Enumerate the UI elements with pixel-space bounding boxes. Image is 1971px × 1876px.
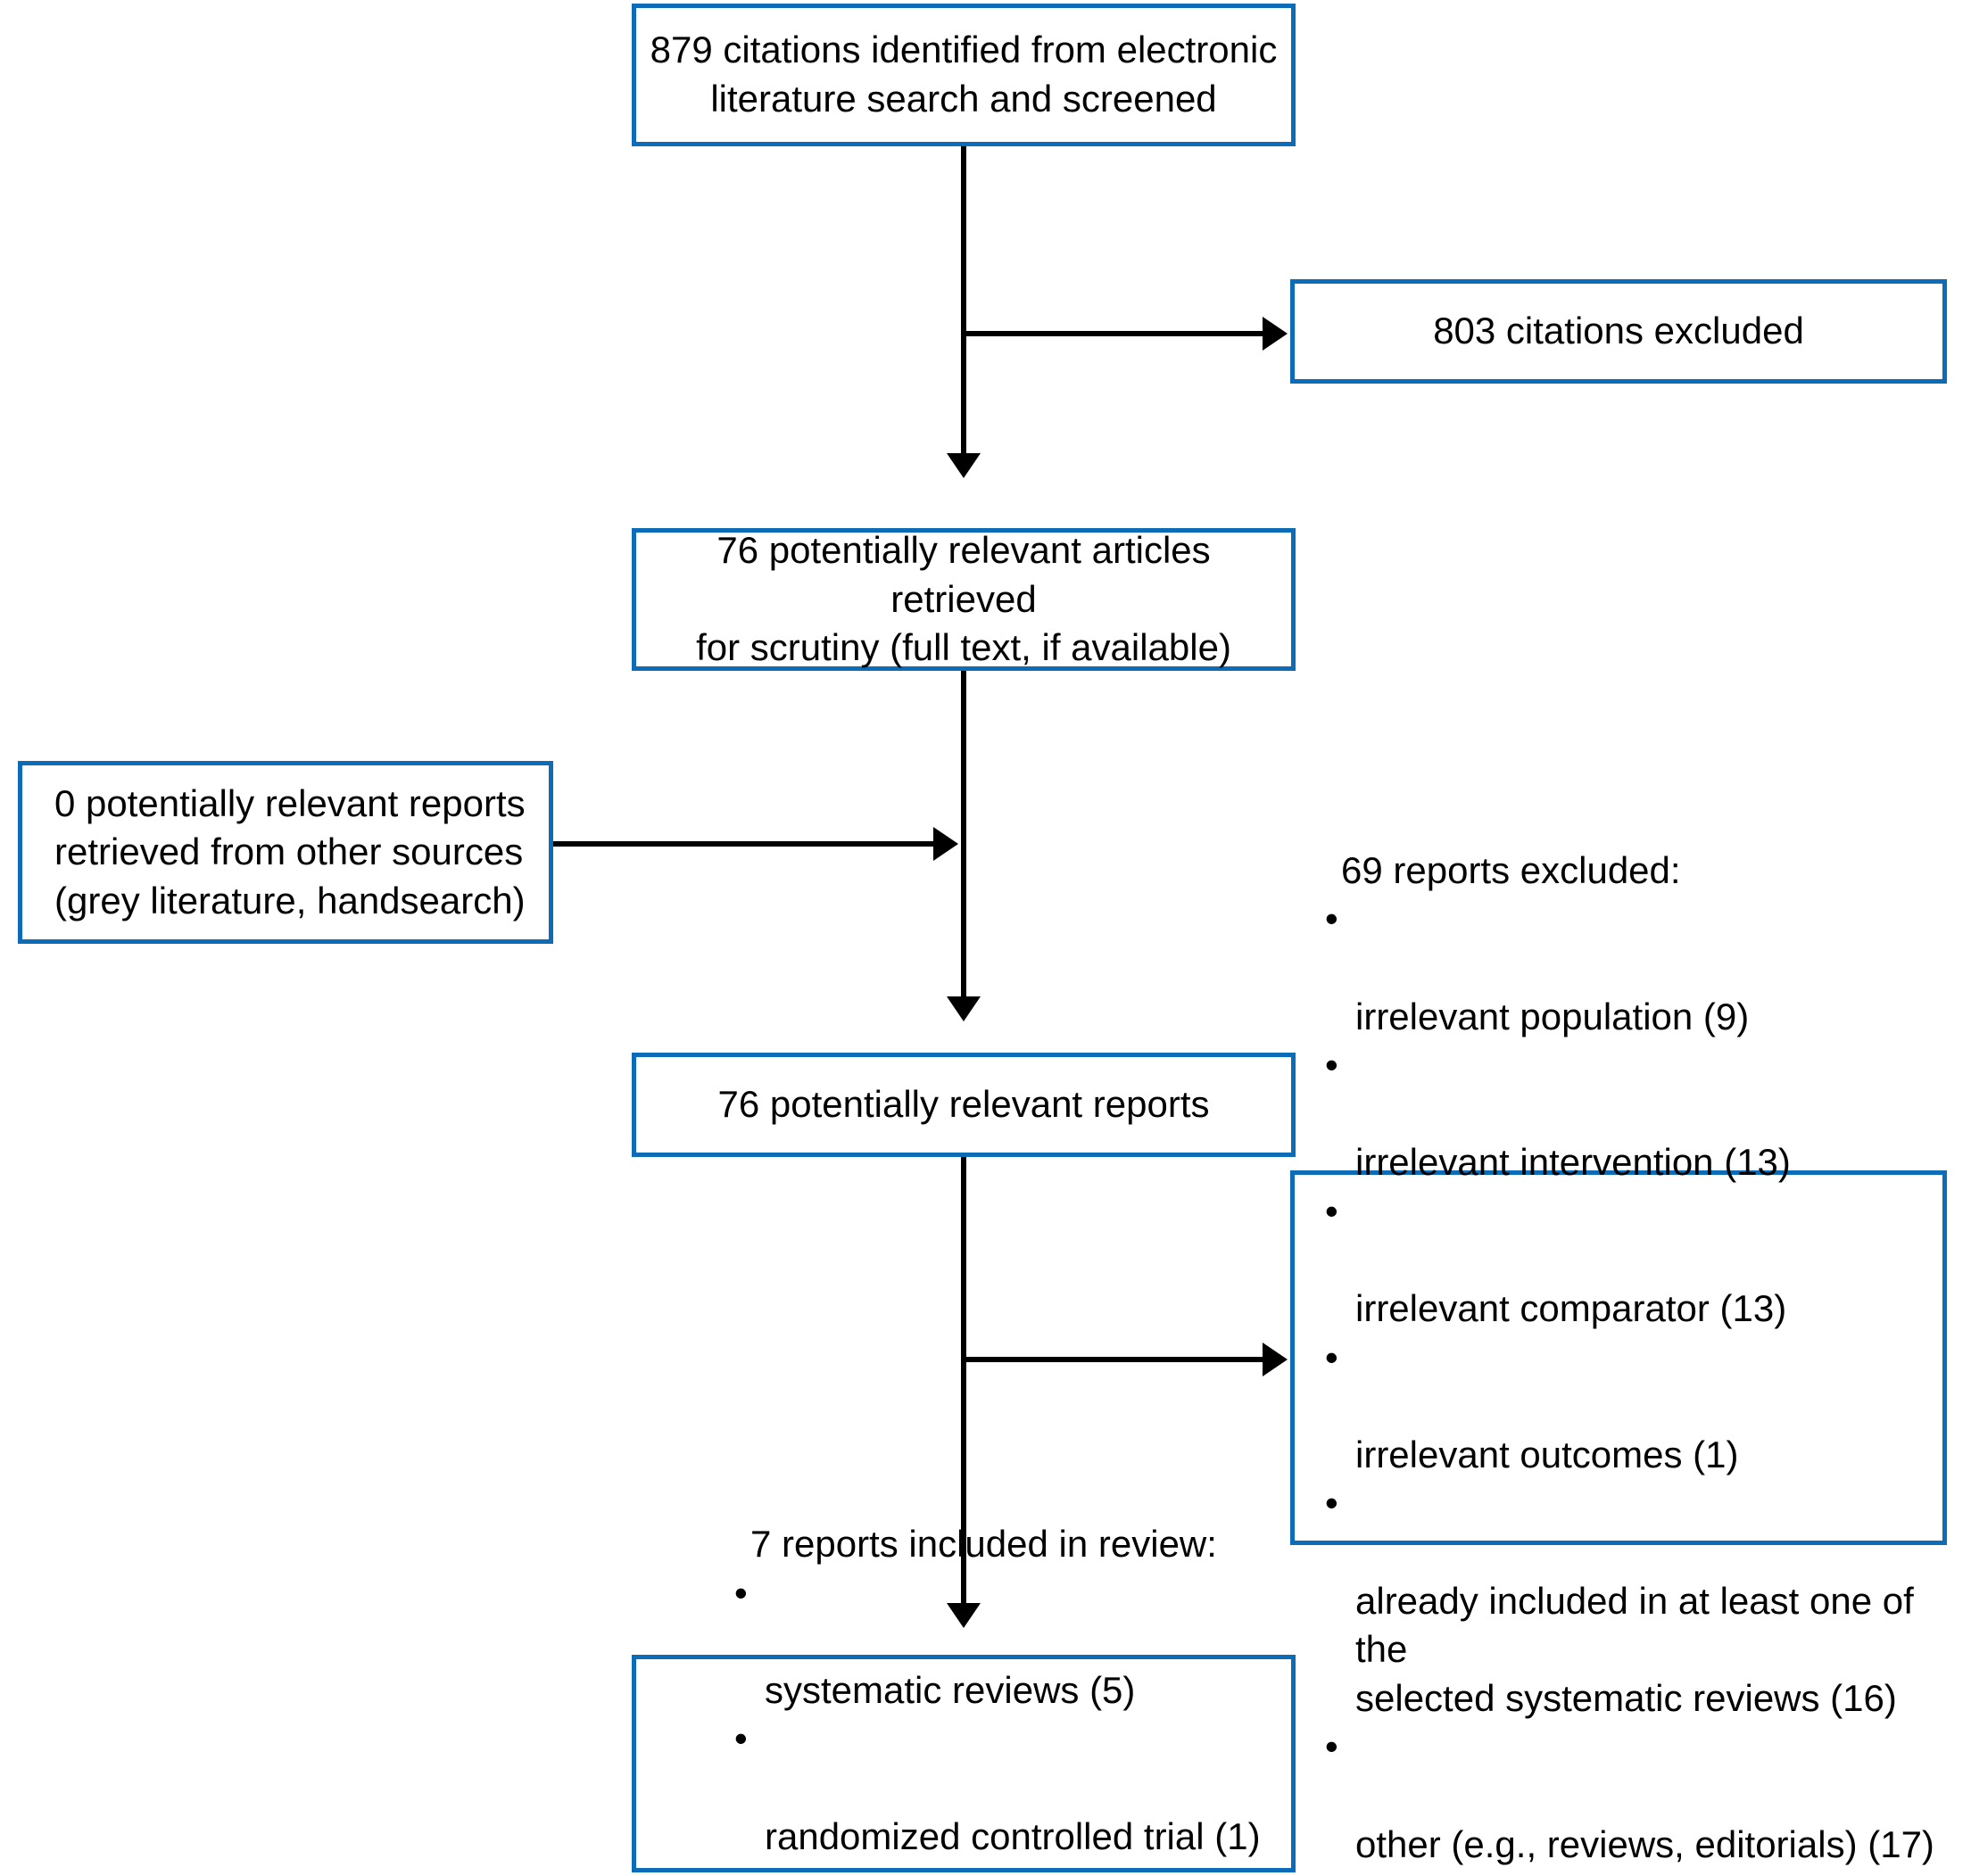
- list-item-label: other (e.g., reviews, editorials) (17): [1355, 1822, 1934, 1865]
- list-item: • irrelevant intervention (13): [1325, 1041, 1942, 1187]
- reports-included-heading: 7 reports included in review:: [750, 1523, 1217, 1566]
- bullet-icon: •: [1325, 1044, 1338, 1087]
- reports-excluded-heading: 69 reports excluded:: [1341, 848, 1681, 891]
- list-item: • systematic reviews (5): [734, 1569, 1261, 1715]
- list-item-label: irrelevant intervention (13): [1355, 1141, 1791, 1184]
- reports-excluded-list: 69 reports excluded: • irrelevant popula…: [1295, 847, 1942, 1869]
- bullet-icon: •: [1325, 1482, 1338, 1525]
- node-relevant-reports-text: 76 potentially relevant reports: [717, 1083, 1210, 1126]
- list-item: • already included in at least one of th…: [1325, 1479, 1942, 1723]
- node-citations-excluded: 803 citations excluded: [1290, 279, 1947, 384]
- connector-to-excluded-citations: [961, 331, 1269, 336]
- connector-identified-to-retrieved: [961, 105, 966, 453]
- list-item: • irrelevant comparator (13): [1325, 1187, 1942, 1334]
- node-articles-retrieved-text: 76 potentially relevant articles retriev…: [696, 529, 1231, 669]
- bullet-icon: •: [1325, 897, 1338, 940]
- node-citations-identified-text: 879 citations identified from electronic…: [650, 29, 1278, 120]
- arrowhead-into-excluded-citations: [1263, 317, 1288, 351]
- list-item: • irrelevant population (9): [1325, 895, 1942, 1041]
- list-item-label: irrelevant comparator (13): [1355, 1287, 1787, 1330]
- reports-included-list: 7 reports included in review: • systemat…: [636, 1520, 1261, 1876]
- arrowhead-into-retrieved: [947, 453, 981, 478]
- node-articles-retrieved: 76 potentially relevant articles retriev…: [632, 528, 1296, 671]
- node-other-sources: 0 potentially relevant reports retrieved…: [18, 761, 553, 944]
- list-item-label: randomized controlled trial (1): [765, 1814, 1261, 1857]
- list-item-label: already included in at least one of the …: [1355, 1579, 1914, 1719]
- node-citations-excluded-text: 803 citations excluded: [1433, 310, 1804, 352]
- arrowhead-into-excluded-reports: [1263, 1343, 1288, 1376]
- arrowhead-into-relevant-reports: [947, 996, 981, 1021]
- bullet-icon: •: [1325, 1189, 1338, 1232]
- list-item: • other (e.g., reviews, editorials) (17): [1325, 1723, 1942, 1869]
- bullet-icon: •: [1325, 1335, 1338, 1378]
- list-item-label: irrelevant outcomes (1): [1355, 1433, 1739, 1475]
- connector-other-sources-to-spine: [553, 841, 937, 847]
- list-item: • irrelevant outcomes (1): [1325, 1334, 1942, 1480]
- list-item: • randomized controlled trial (1): [734, 1715, 1261, 1861]
- connector-retrieved-to-relevant-reports: [961, 659, 966, 996]
- bullet-icon: •: [734, 1571, 748, 1614]
- list-item: • economic evaluation (1): [734, 1861, 1261, 1876]
- bullet-icon: •: [734, 1717, 748, 1760]
- arrowhead-into-spine: [933, 827, 958, 861]
- node-reports-included: 7 reports included in review: • systemat…: [632, 1523, 1296, 1876]
- bullet-icon: •: [734, 1861, 748, 1876]
- arrowhead-into-included: [947, 1603, 981, 1628]
- bullet-icon: •: [1325, 1725, 1338, 1768]
- connector-relevant-reports-to-included: [961, 1157, 966, 1603]
- node-relevant-reports: 76 potentially relevant reports: [632, 1053, 1296, 1157]
- node-citations-identified: 879 citations identified from electronic…: [632, 4, 1296, 146]
- list-item-label: irrelevant population (9): [1355, 995, 1750, 1037]
- connector-to-excluded-reports: [961, 1357, 1269, 1362]
- list-item-label: systematic reviews (5): [765, 1668, 1136, 1711]
- node-reports-excluded: 69 reports excluded: • irrelevant popula…: [1290, 849, 1947, 1865]
- node-other-sources-text: 0 potentially relevant reports retrieved…: [54, 781, 526, 921]
